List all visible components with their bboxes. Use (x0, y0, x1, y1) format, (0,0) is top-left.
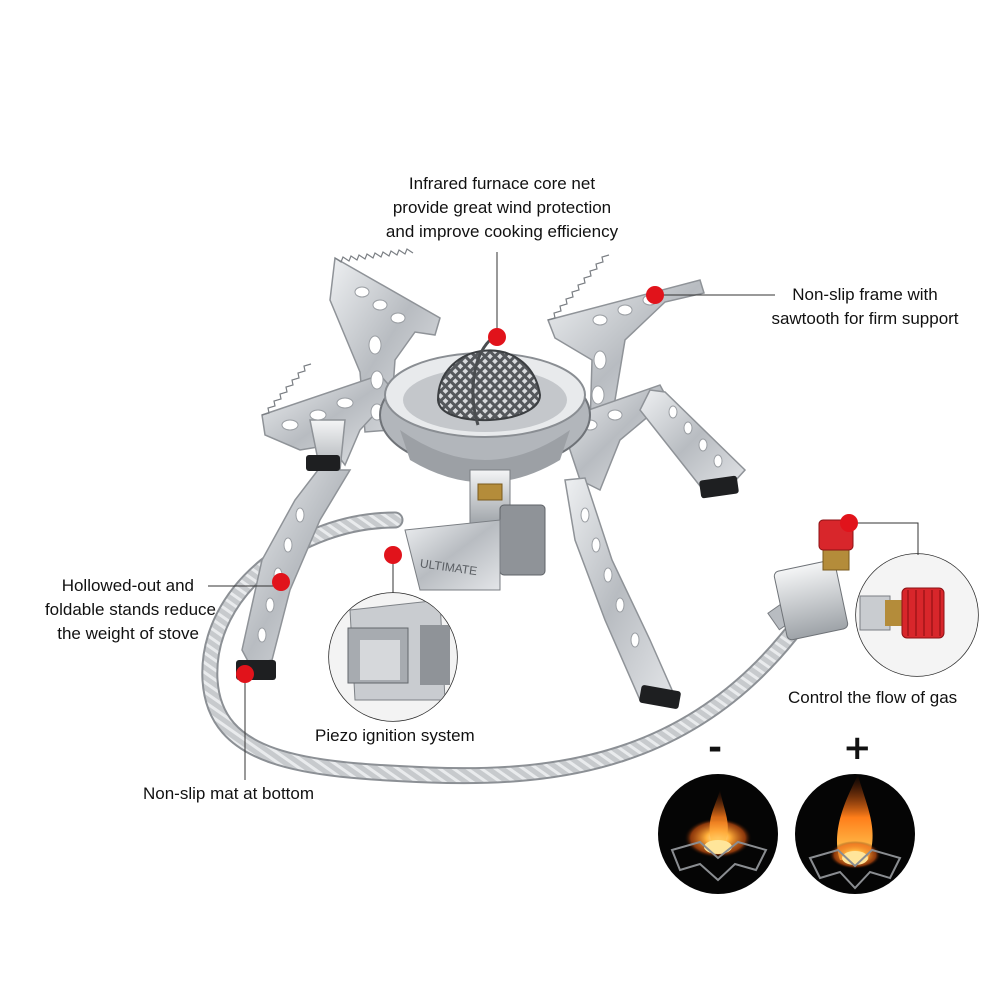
callout-line: Non-slip frame with (792, 285, 938, 304)
flame-minus-sign: - (708, 728, 723, 768)
marker-dot-stands (272, 573, 290, 591)
burner-head (379, 338, 591, 483)
leader-line (849, 522, 919, 555)
gas-regulator (767, 519, 854, 641)
frame-callout: Non-slip frame with sawtooth for firm su… (740, 283, 990, 331)
flame-low-circle (658, 774, 778, 894)
stands-callout: Hollowed-out and foldable stands reduce … (0, 574, 216, 646)
leader-lines (208, 252, 919, 780)
marker-dot-gas (840, 514, 858, 532)
gas-knob-zoom-circle (855, 553, 979, 677)
callout-line: the weight of stove (57, 624, 199, 643)
rubber-feet (236, 455, 739, 709)
marker-dot-frame (646, 286, 664, 304)
flame-plus-sign: + (843, 728, 872, 768)
mat-callout: Non-slip mat at bottom (143, 784, 315, 803)
callout-line: Hollowed-out and (61, 576, 194, 595)
gas-callout: Control the flow of gas (788, 688, 958, 707)
callout-line: foldable stands reduce (44, 600, 216, 619)
callout-line: provide great wind protection (392, 198, 612, 217)
marker-dot-mat (236, 665, 254, 683)
valve-body: ULTIMATE (404, 469, 546, 591)
marker-dot-piezo (384, 546, 402, 564)
marker-dot-core-net (488, 328, 506, 346)
marker-dots (236, 286, 858, 683)
core-net-callout: Infrared furnace core net provide great … (337, 172, 667, 244)
piezo-zoom-circle (328, 592, 458, 722)
callout-line: sawtooth for firm support (771, 309, 959, 328)
piezo-callout: Piezo ignition system (315, 726, 475, 745)
sawtooth-edges (261, 248, 610, 416)
callout-line: Infrared furnace core net (408, 174, 596, 193)
flame-high-circle (795, 774, 915, 894)
callout-line: and improve cooking efficiency (385, 222, 619, 241)
